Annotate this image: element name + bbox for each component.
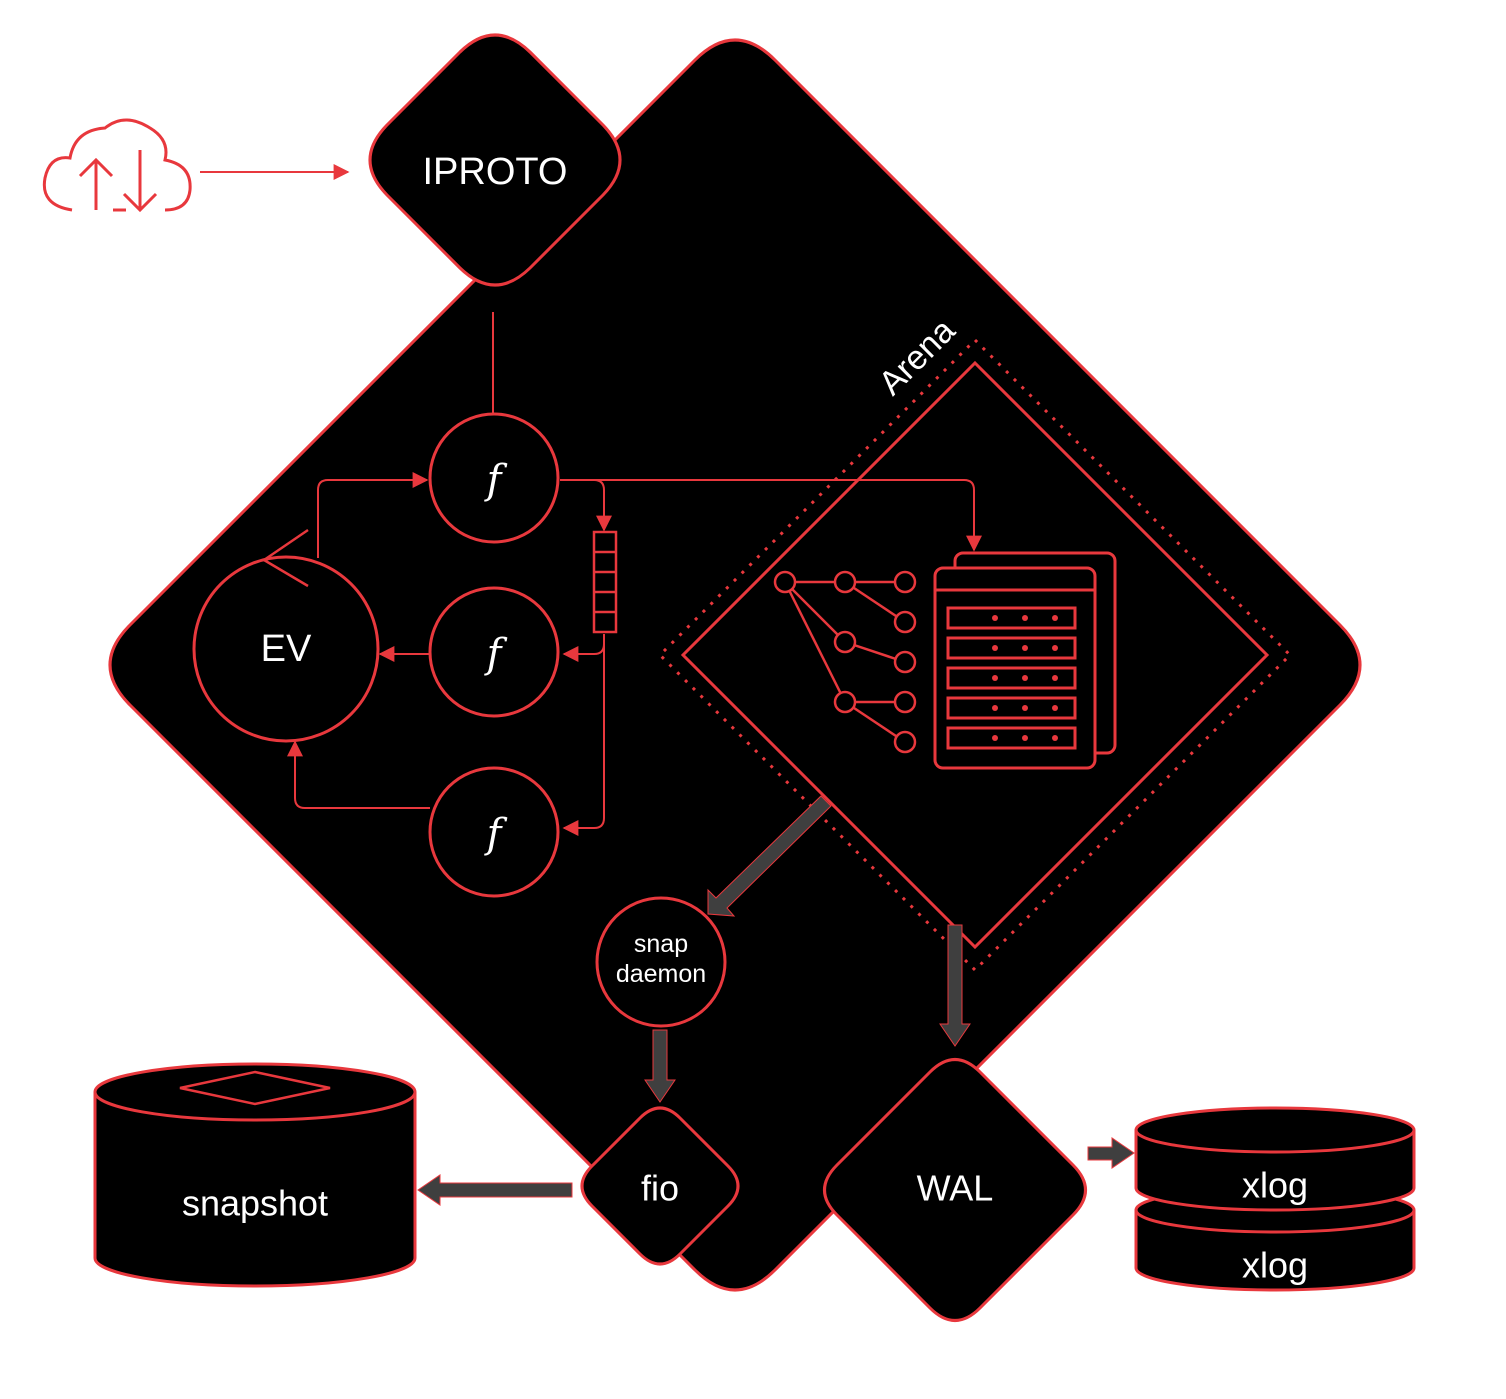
tree-structure-icon: [773, 570, 917, 754]
snap-daemon-to-fio-arrow: [644, 1029, 676, 1103]
data-flow-arrows: [417, 795, 1135, 1206]
queue-to-fiber3-arrow: [562, 634, 605, 836]
ev-to-fiber1-arrow: [317, 472, 429, 558]
snap-daemon-label-line1: snap: [634, 930, 688, 958]
fiber-queue: [592, 530, 618, 634]
fiber1-to-arena-arrow: [560, 479, 982, 552]
cloud-upload-download-icon: [42, 118, 192, 213]
fiber-node-1: [428, 412, 560, 544]
xlog-storage-top: [1134, 1106, 1416, 1212]
event-loop-rotation-mark: [261, 528, 309, 588]
iproto-node: [368, 33, 622, 287]
snap-daemon-node: [595, 896, 727, 1028]
snapshot-diamond-icon: [179, 1070, 331, 1106]
event-loop-node: [192, 555, 380, 743]
iproto-label: IPROTO: [423, 151, 568, 193]
snap-daemon-label-line2: daemon: [616, 960, 706, 988]
wal-to-xlog-arrow: [1087, 1137, 1135, 1169]
wal-label: WAL: [917, 1168, 994, 1209]
ev-label: EV: [261, 628, 312, 670]
fiber3-to-ev-arrow: [287, 740, 430, 809]
snapshot-storage: [93, 1062, 417, 1288]
fiber-node-3: [428, 766, 560, 898]
snapshot-label: snapshot: [182, 1183, 328, 1224]
fio-label: fio: [641, 1168, 679, 1209]
server-rack-icon: [933, 551, 1117, 770]
arena-to-wal-arrow: [939, 924, 971, 1047]
wal-node: [823, 1058, 1087, 1322]
arena-to-snap-daemon-arrow: [707, 795, 832, 917]
fio-to-snapshot-arrow: [417, 1174, 573, 1206]
fio-node: [580, 1106, 740, 1266]
fiber-node-2: [428, 586, 560, 718]
xlog-label-top: xlog: [1242, 1165, 1308, 1206]
xlog-label-bottom: xlog: [1242, 1245, 1308, 1286]
